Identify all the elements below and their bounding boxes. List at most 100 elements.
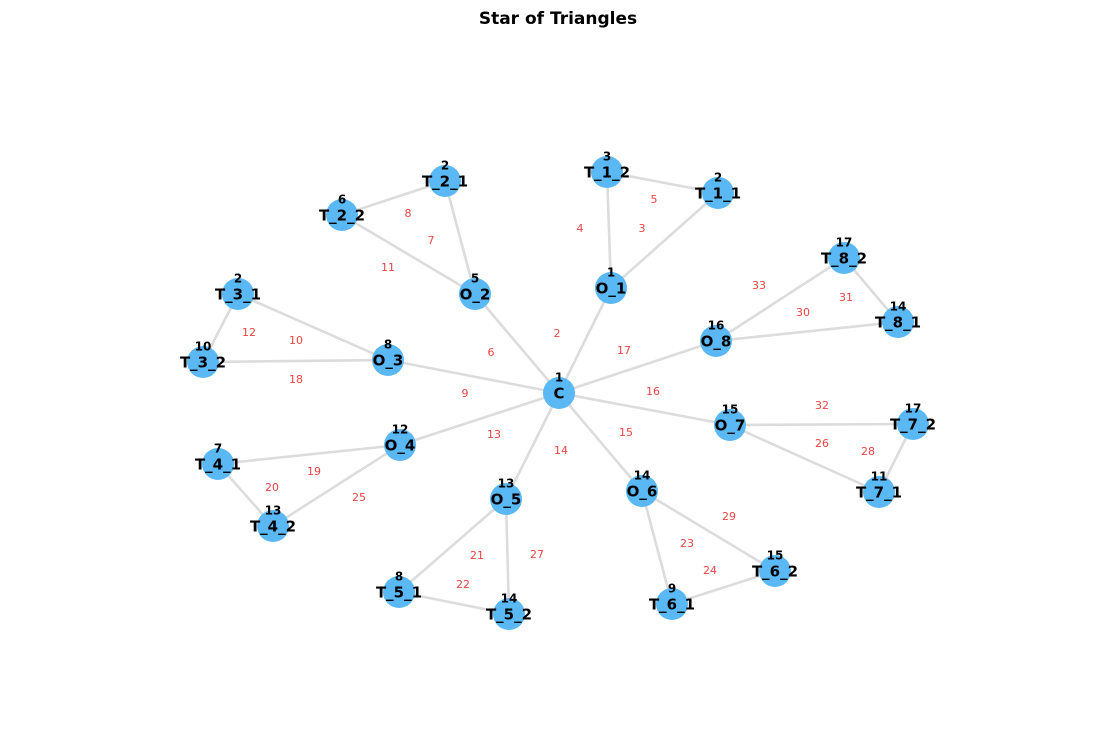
- node-value-T_6_2: 15: [767, 549, 784, 563]
- edge-O_6-T_6_1: [640, 490, 674, 605]
- node-circle-O_6: [626, 475, 658, 507]
- node-C: C1: [543, 371, 575, 409]
- node-circle-T_5_2: [493, 598, 525, 630]
- diagram-title: Star of Triangles: [478, 9, 638, 29]
- edge-label-C-O_1: 2: [554, 327, 561, 340]
- node-value-T_4_1: 7: [214, 442, 222, 456]
- edge-O_4-T_4_2: [272, 443, 401, 528]
- node-circle-C: [543, 377, 575, 409]
- edge-C-O_2: [474, 293, 560, 394]
- edge-C-O_6: [558, 392, 643, 492]
- node-label-O_3: O_3: [373, 352, 404, 370]
- node-label-C: C: [553, 385, 564, 403]
- edge-O_8-T_8_2: [715, 256, 845, 343]
- edge-label-O_8-T_8_1: 30: [796, 306, 810, 319]
- node-value-T_2_2: 6: [338, 193, 346, 207]
- edge-O_7-T_7_1: [729, 423, 880, 494]
- node-circle-T_4_2: [257, 510, 289, 542]
- node-label-T_7_2: T_7_2: [890, 416, 936, 434]
- node-label-T_8_1: T_8_1: [875, 314, 921, 332]
- node-label-O_7: O_7: [715, 417, 746, 435]
- node-value-O_5: 13: [498, 477, 515, 491]
- edge-label-T_5_1-T_5_2: 22: [456, 578, 470, 591]
- node-circle-T_7_1: [863, 476, 895, 508]
- edge-O_1-T_1_2: [605, 171, 613, 289]
- node-label-T_1_2: T_1_2: [584, 164, 630, 182]
- node-value-O_4: 12: [392, 423, 409, 437]
- edge-T_5_1-T_5_2: [398, 590, 510, 616]
- edge-C-O_3: [387, 358, 560, 395]
- edge-label-T_1_1-T_1_2: 5: [651, 193, 658, 206]
- edge-O_7-T_7_2: [729, 422, 914, 427]
- node-value-T_5_1: 8: [395, 570, 403, 584]
- edge-O_3-T_3_1: [237, 292, 389, 362]
- edge-label-T_4_1-T_4_2: 20: [265, 481, 279, 494]
- node-label-O_2: O_2: [460, 286, 491, 304]
- edge-label-O_6-T_6_1: 23: [680, 537, 694, 550]
- node-T_3_1: T_3_12: [215, 272, 261, 310]
- node-T_1_2: T_1_23: [584, 150, 630, 188]
- node-T_6_2: T_6_215: [752, 549, 798, 587]
- edge-C-O_8: [558, 339, 717, 395]
- edge-label-O_1-T_1_2: 4: [577, 222, 584, 235]
- node-value-O_7: 15: [722, 403, 739, 417]
- node-circle-T_4_1: [202, 448, 234, 480]
- node-value-O_6: 14: [634, 469, 651, 483]
- node-circle-T_3_1: [222, 278, 254, 310]
- edge-label-O_4-T_4_2: 25: [352, 491, 366, 504]
- node-value-T_7_2: 17: [905, 402, 922, 416]
- node-circle-O_8: [700, 325, 732, 357]
- node-circle-O_3: [372, 344, 404, 376]
- node-value-O_3: 8: [384, 338, 392, 352]
- node-label-O_8: O_8: [701, 333, 732, 351]
- edge-O_8-T_8_1: [715, 320, 899, 343]
- edge-label-C-O_4: 13: [487, 428, 501, 441]
- edge-label-O_3-T_3_1: 10: [289, 334, 303, 347]
- edge-O_2-T_2_2: [341, 213, 476, 296]
- node-T_2_1: T_2_12: [422, 159, 468, 197]
- node-circle-T_5_1: [383, 576, 415, 608]
- edge-O_4-T_4_1: [217, 443, 401, 466]
- edge-T_6_1-T_6_2: [671, 569, 776, 606]
- node-value-T_6_1: 9: [668, 582, 676, 596]
- node-T_8_1: T_8_114: [875, 300, 921, 338]
- node-value-T_7_1: 11: [871, 470, 888, 484]
- node-circle-T_2_1: [429, 165, 461, 197]
- node-value-T_3_1: 2: [234, 272, 242, 286]
- node-circle-T_7_2: [897, 408, 929, 440]
- node-label-T_6_2: T_6_2: [752, 563, 798, 581]
- node-circle-T_2_2: [326, 199, 358, 231]
- edge-label-T_3_1-T_3_2: 12: [242, 326, 256, 339]
- node-label-O_1: O_1: [596, 280, 627, 298]
- node-circle-T_6_2: [759, 555, 791, 587]
- edge-T_1_1-T_1_2: [606, 170, 719, 195]
- node-circle-T_8_1: [882, 306, 914, 338]
- node-O_4: O_412: [384, 423, 416, 461]
- edge-label-T_7_1-T_7_2: 28: [861, 445, 875, 458]
- node-value-T_8_1: 14: [890, 300, 907, 314]
- node-label-T_7_1: T_7_1: [856, 484, 902, 502]
- node-label-T_1_1: T_1_1: [695, 185, 741, 203]
- node-T_6_1: T_6_19: [649, 582, 695, 620]
- node-value-T_2_1: 2: [441, 159, 449, 173]
- edge-label-O_5-T_5_1: 21: [470, 549, 484, 562]
- node-circle-T_6_1: [656, 588, 688, 620]
- node-label-O_4: O_4: [385, 437, 416, 455]
- node-label-T_3_1: T_3_1: [215, 286, 261, 304]
- edge-C-O_5: [504, 392, 561, 500]
- node-value-T_1_1: 2: [714, 171, 722, 185]
- edge-label-O_7-T_7_2: 32: [815, 399, 829, 412]
- node-label-T_5_1: T_5_1: [376, 584, 422, 602]
- node-circle-T_8_2: [828, 242, 860, 274]
- node-T_4_2: T_4_213: [250, 504, 296, 542]
- edge-O_5-T_5_2: [504, 498, 511, 615]
- edge-label-O_3-T_3_2: 18: [289, 373, 303, 386]
- node-value-C: 1: [555, 371, 563, 385]
- edge-label-C-O_3: 9: [462, 387, 469, 400]
- node-O_8: O_816: [700, 319, 732, 357]
- node-T_1_1: T_1_12: [695, 171, 741, 209]
- edge-O_1-T_1_1: [610, 192, 719, 289]
- edge-label-C-O_6: 15: [619, 426, 633, 439]
